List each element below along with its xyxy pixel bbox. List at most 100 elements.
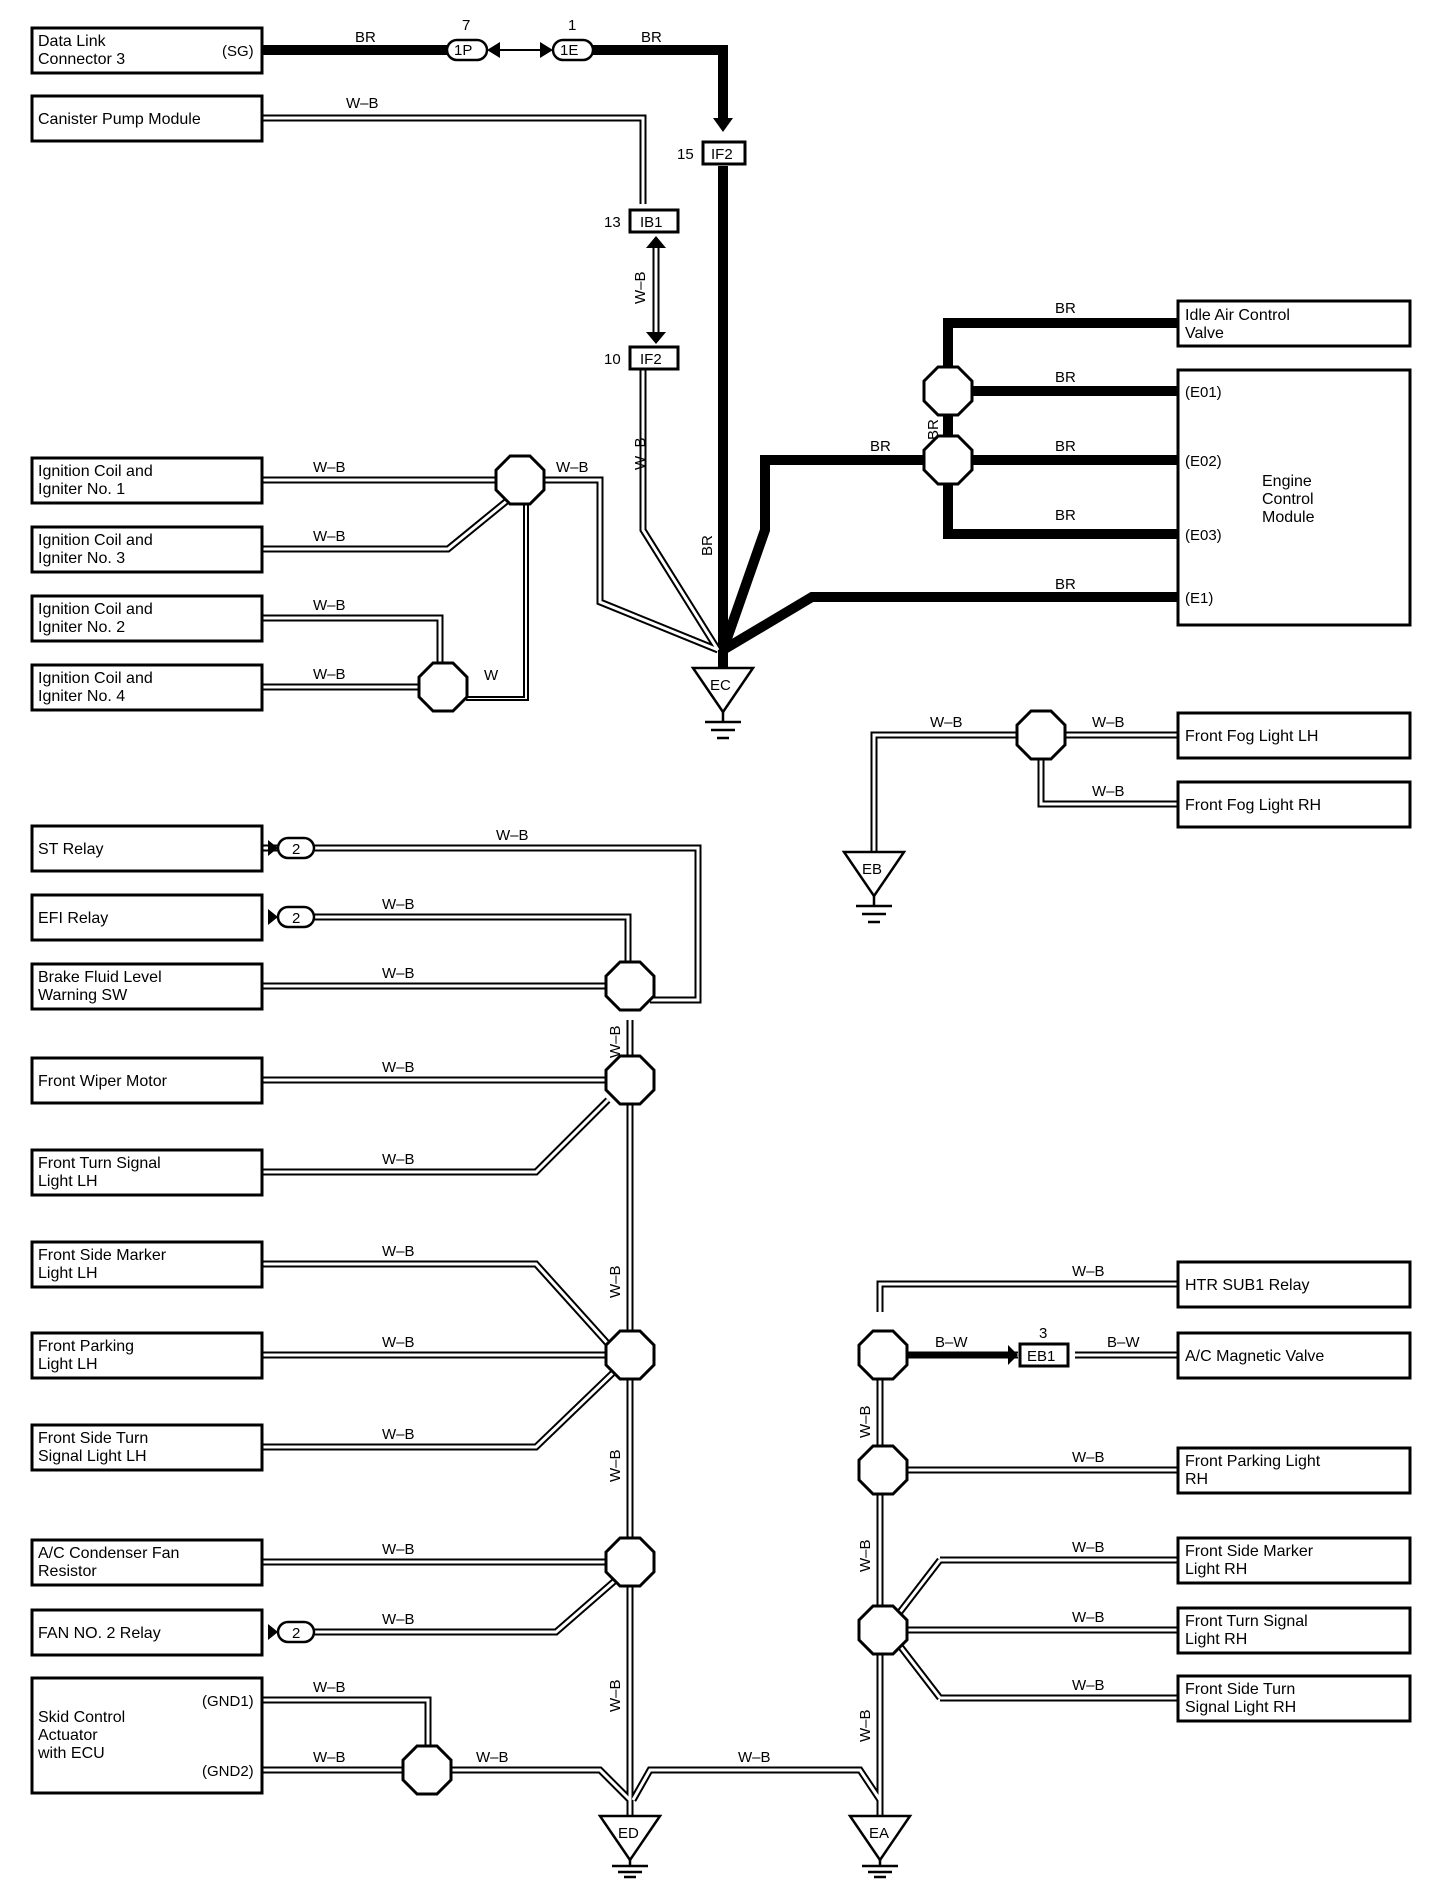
ground-ed-label: ED — [618, 1825, 639, 1842]
parking-lh-label-1: Front Parking — [38, 1338, 134, 1355]
ecm-pin-e01: (E01) — [1185, 384, 1222, 401]
ground-ea-label: EA — [869, 1825, 889, 1842]
wire-label-bw: B–W — [1107, 1334, 1140, 1351]
ecm-label-3: Module — [1262, 509, 1315, 526]
ignition-coil-3-box[interactable] — [30, 525, 264, 574]
wb-wires-inner — [262, 116, 1178, 1816]
ecm-pin-e02: (E02) — [1185, 453, 1222, 470]
parking-rh-label-2: RH — [1185, 1471, 1208, 1488]
wire-label-wb: W–B — [382, 1541, 415, 1558]
brake-fluid-label-2: Warning SW — [38, 987, 128, 1004]
fan2-label: FAN NO. 2 Relay — [38, 1625, 161, 1642]
wire-label-wb: W–B — [382, 896, 415, 913]
front-fog-light-lh-box[interactable] — [1176, 711, 1412, 760]
splice-ac-fan — [604, 1536, 656, 1588]
canister-label: Canister Pump Module — [38, 111, 201, 128]
wire-label-wb: W–B — [313, 459, 346, 476]
turn-lh-label-2: Light LH — [38, 1173, 98, 1190]
htr-label: HTR SUB1 Relay — [1185, 1277, 1309, 1294]
side-marker-rh-label-2: Light RH — [1185, 1561, 1247, 1578]
ac-condenser-fan-resistor-box[interactable] — [30, 1538, 264, 1587]
ground-ec-label: EC — [710, 677, 731, 694]
arrow-ib1-icon — [646, 236, 666, 248]
front-side-turn-rh-box[interactable] — [1176, 1674, 1412, 1723]
splice-ign-1 — [494, 454, 546, 506]
connectors: 1P 7 1E 1 IF2 15 IB1 13 IF2 10 EB1 3 2 — [268, 17, 1070, 1644]
connector-ib1[interactable] — [628, 208, 680, 234]
front-side-marker-rh-box[interactable] — [1176, 1536, 1412, 1585]
splice-wiper — [604, 1054, 656, 1106]
front-side-turn-lh-box[interactable] — [30, 1423, 264, 1472]
idle-air-control-valve-box[interactable] — [1176, 299, 1412, 348]
ign3-label-1: Ignition Coil and — [38, 532, 153, 549]
skid-pin-gnd1: (GND1) — [202, 1693, 254, 1710]
components: Data Link Connector 3 (SG) Canister Pump… — [30, 26, 1412, 1795]
ac-magnetic-valve-box[interactable] — [1176, 1331, 1412, 1380]
wire-label-wb: W–B — [738, 1749, 771, 1766]
dlc3-pin: (SG) — [222, 43, 254, 60]
splice-parking-lh — [604, 1329, 656, 1381]
wires — [262, 45, 1178, 1816]
wire-label-br: BR — [1055, 369, 1076, 386]
engine-control-module-box[interactable] — [1176, 368, 1412, 627]
connector-ib1-pin: 13 — [604, 214, 621, 231]
connector-ib1-label: IB1 — [640, 214, 663, 231]
splice-brake — [604, 960, 656, 1012]
splice-fog — [1015, 709, 1067, 761]
junction-2-st[interactable] — [276, 836, 316, 860]
ign4-label-2: Igniter No. 4 — [38, 688, 125, 705]
turn-rh-label-2: Light RH — [1185, 1631, 1247, 1648]
junction-2-efi[interactable] — [276, 905, 316, 929]
skid-label-3: with ECU — [37, 1745, 105, 1762]
wire-label-wb: W–B — [382, 1151, 415, 1168]
wire-label-wb: W–B — [1072, 1263, 1105, 1280]
ac-mag-label: A/C Magnetic Valve — [1185, 1348, 1324, 1365]
wire-label-br: BR — [1055, 576, 1076, 593]
connector-1e-pin: 1 — [568, 17, 576, 34]
htr-sub1-relay-box[interactable] — [1176, 1260, 1412, 1309]
connector-1e[interactable] — [551, 38, 595, 62]
arrow-eb1-icon — [1008, 1345, 1018, 1365]
ecm-pin-e1: (E1) — [1185, 590, 1213, 607]
connector-if2-top-pin: 15 — [677, 146, 694, 163]
fan-no-2-relay-box[interactable] — [30, 1608, 264, 1657]
canister-pump-module-box[interactable] — [30, 94, 264, 143]
efi-relay-box[interactable] — [30, 893, 264, 942]
ignition-coil-2-box[interactable] — [30, 594, 264, 643]
front-parking-lh-box[interactable] — [30, 1331, 264, 1380]
arrow-if2-mid-icon — [646, 332, 666, 344]
ignition-coil-4-box[interactable] — [30, 663, 264, 712]
front-turn-signal-lh-box[interactable] — [30, 1148, 264, 1197]
ecm-label-1: Engine — [1262, 473, 1312, 490]
front-wiper-motor-box[interactable] — [30, 1056, 264, 1105]
connector-if2-top[interactable] — [701, 140, 747, 166]
brake-fluid-level-box[interactable] — [30, 962, 264, 1011]
data-link-connector-box[interactable] — [30, 26, 264, 75]
connector-if2-top-label: IF2 — [711, 146, 733, 163]
ground-ea: EA — [847, 1814, 913, 1879]
ignition-coil-1-box[interactable] — [30, 456, 264, 505]
connector-eb1[interactable] — [1018, 1342, 1070, 1368]
skid-control-actuator-box[interactable] — [30, 1676, 264, 1795]
arrow-if2-top-icon — [713, 118, 733, 132]
junction-2-fan[interactable] — [276, 1620, 316, 1644]
wire-label-wb: W–B — [1092, 783, 1125, 800]
front-turn-signal-rh-box[interactable] — [1176, 1606, 1412, 1655]
wire-label-wb: W–B — [607, 1265, 624, 1298]
splice-ign-4 — [417, 661, 469, 713]
splice-br-e01 — [922, 365, 974, 417]
st-relay-box[interactable] — [30, 824, 264, 873]
ign1-label-1: Ignition Coil and — [38, 463, 153, 480]
connector-if2-mid-label: IF2 — [640, 351, 662, 368]
front-side-marker-lh-box[interactable] — [30, 1240, 264, 1289]
wire-label-wb: W–B — [556, 459, 589, 476]
wire-label-wb: W–B — [1072, 1677, 1105, 1694]
wire-label-wb: W–B — [632, 437, 649, 470]
wire-label-wb: W–B — [1072, 1539, 1105, 1556]
connector-if2-mid[interactable] — [628, 345, 680, 371]
connector-if2-mid-pin: 10 — [604, 351, 621, 368]
ign3-label-2: Igniter No. 3 — [38, 550, 125, 567]
front-fog-light-rh-box[interactable] — [1176, 780, 1412, 829]
side-marker-lh-label-1: Front Side Marker — [38, 1247, 167, 1264]
front-parking-rh-box[interactable] — [1176, 1446, 1412, 1495]
